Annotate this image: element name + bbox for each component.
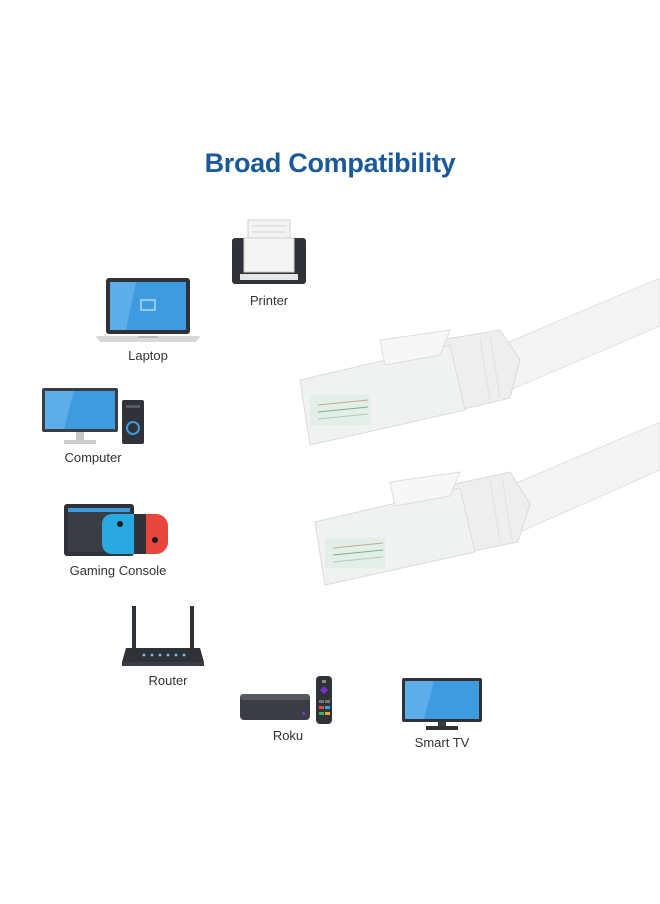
printer-label: Printer <box>249 293 289 308</box>
printer-icon <box>230 218 308 288</box>
computer-icon <box>40 386 146 446</box>
laptop-icon <box>96 276 200 344</box>
ethernet-cable-illustration <box>290 260 660 610</box>
roku-label: Roku <box>272 728 304 743</box>
page-title: Broad Compatibility <box>204 148 456 178</box>
laptop-label: Laptop <box>128 348 168 363</box>
roku-icon <box>240 676 336 726</box>
gaming-console-label: Gaming Console <box>69 563 167 578</box>
smart-tv-icon <box>400 676 484 732</box>
computer-label: Computer <box>64 450 122 465</box>
router-icon <box>120 604 206 668</box>
smart-tv-label: Smart TV <box>414 735 470 750</box>
router-label: Router <box>148 673 188 688</box>
gaming-console-icon <box>62 502 174 558</box>
